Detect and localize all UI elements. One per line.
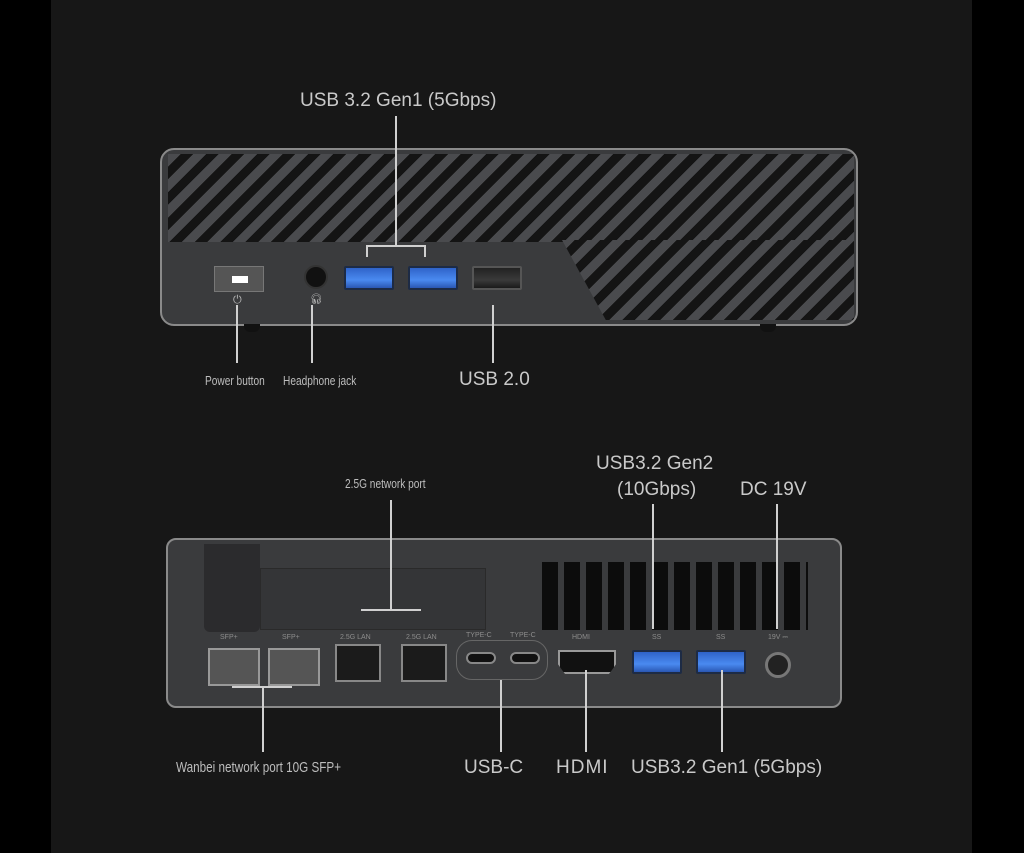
label-usb32-gen1-rear: USB3.2 Gen1 (5Gbps) [631, 757, 823, 778]
usbc-port-1 [466, 652, 496, 664]
engraved-typec2: TYPE-C [510, 632, 536, 639]
leader-line [366, 245, 426, 247]
leader-line [361, 609, 421, 611]
engraved-usb-a: SS [652, 634, 662, 641]
label-usb32-gen2: USB3.2 Gen2 [596, 453, 714, 474]
dc-jack [765, 652, 791, 678]
leader-line [721, 670, 723, 752]
leader-line [366, 245, 368, 257]
front-panel-device: ⏻ 🎧︎ [160, 148, 858, 326]
engraved-dc: 19V ⎓ [768, 634, 788, 641]
hdmi-port [558, 650, 616, 674]
headphone-jack [304, 265, 328, 289]
power-icon: ⏻ [233, 294, 242, 306]
leader-line [585, 670, 587, 752]
leader-line [492, 305, 494, 363]
usbc-surround [456, 640, 548, 680]
engraved-sfp1: SFP+ [220, 634, 238, 641]
sfp-port-2 [268, 648, 320, 686]
label-power-button: Power button [205, 373, 265, 388]
front-vent-lower [562, 240, 854, 320]
usb3-port-1 [344, 266, 394, 290]
bracket [204, 544, 260, 632]
engraved-typec1: TYPE-C [466, 632, 492, 639]
leader-line [652, 504, 654, 629]
label-usb32-gen2-speed: (10Gbps) [617, 479, 697, 500]
power-button [214, 266, 264, 292]
leader-line [390, 500, 392, 610]
headphone-icon: 🎧︎ [310, 294, 323, 305]
leader-line [236, 305, 238, 363]
leader-line [395, 116, 397, 246]
engraved-lan1: 2.5G LAN [340, 634, 371, 641]
label-usb20: USB 2.0 [459, 369, 530, 390]
front-foot-left [244, 324, 260, 332]
label-usb32-gen1-front: USB 3.2 Gen1 (5Gbps) [300, 90, 497, 111]
usb3-gen2-port [632, 650, 682, 674]
engraved-hdmi: HDMI [572, 634, 590, 641]
label-lan: 2.5G network port [345, 476, 426, 491]
lan-port-2 [401, 644, 447, 682]
label-headphone-jack: Headphone jack [283, 373, 357, 388]
usbc-port-2 [510, 652, 540, 664]
label-usbc: USB-C [464, 757, 524, 778]
leader-line [262, 686, 264, 752]
rear-grille [542, 562, 808, 630]
leader-line [776, 504, 778, 629]
engraved-usb-b: SS [716, 634, 726, 641]
leader-line [500, 680, 502, 752]
engraved-lan2: 2.5G LAN [406, 634, 437, 641]
sfp-port-1 [208, 648, 260, 686]
usb3-port-2 [408, 266, 458, 290]
front-vent [168, 154, 854, 242]
leader-line [311, 305, 313, 363]
inner-plate [260, 568, 486, 630]
label-hdmi: HDMI [556, 757, 609, 778]
diagram-background [51, 0, 972, 853]
leader-line [424, 245, 426, 257]
engraved-sfp2: SFP+ [282, 634, 300, 641]
label-dc: DC 19V [740, 479, 807, 500]
lan-port-1 [335, 644, 381, 682]
front-foot-right [760, 324, 776, 332]
usb2-port [472, 266, 522, 290]
label-sfp: Wanbei network port 10G SFP+ [176, 759, 342, 776]
